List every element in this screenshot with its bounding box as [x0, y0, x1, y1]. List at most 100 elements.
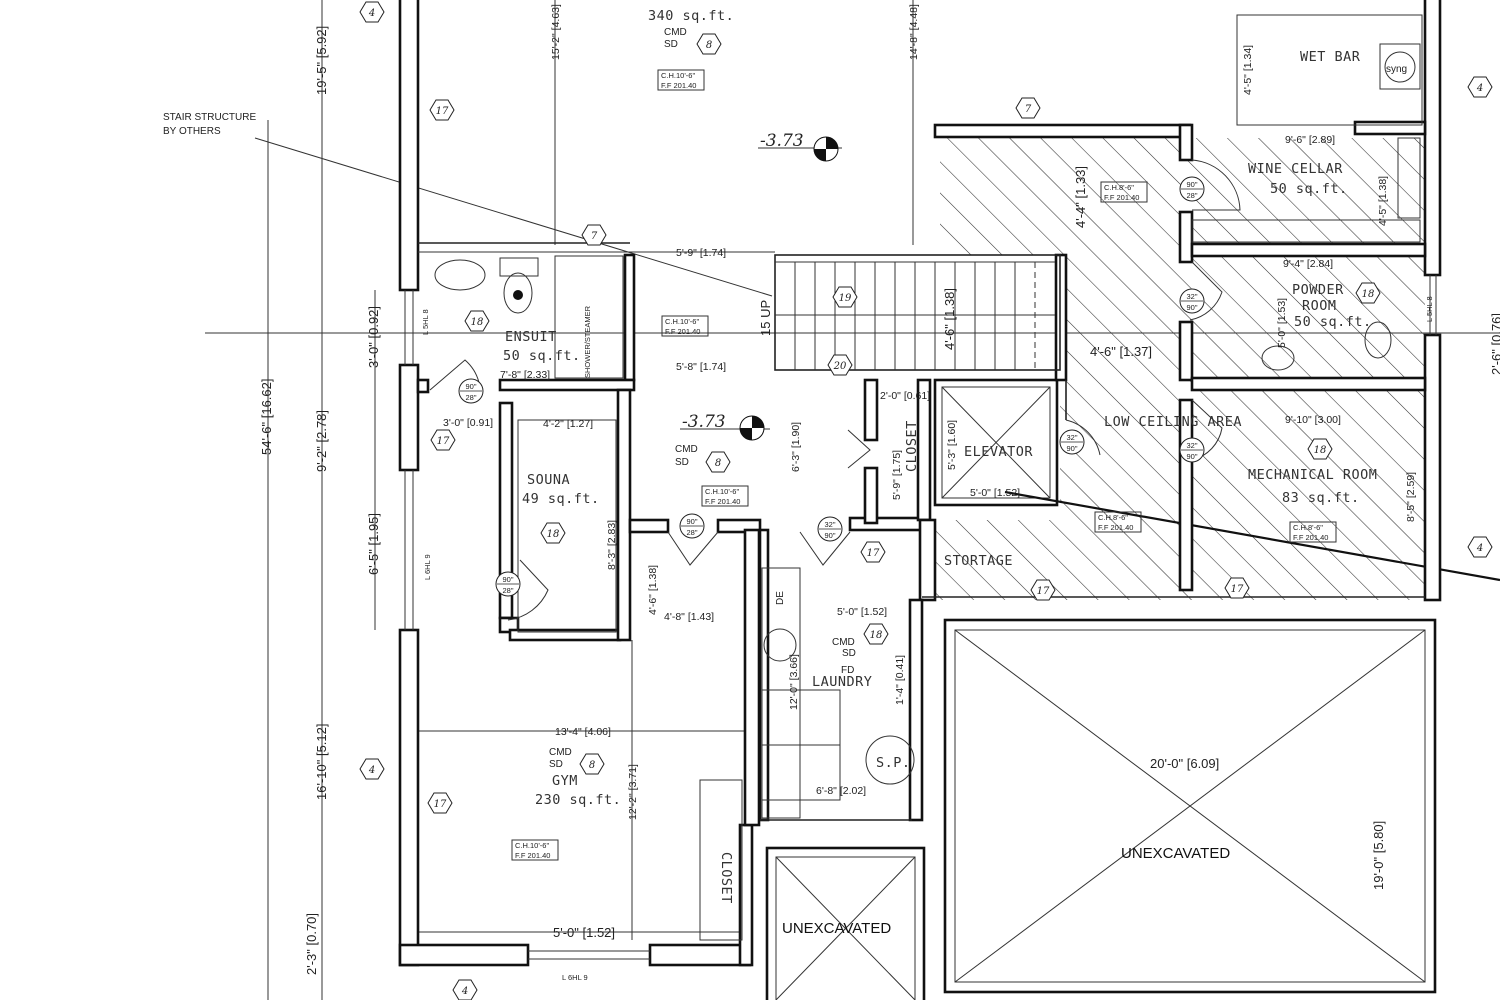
label: 9'-6" [2.89] [1285, 134, 1335, 146]
tag-20: 20 [827, 354, 853, 376]
powder-toilet-icon [1364, 321, 1392, 359]
tag-4: 4 [359, 1, 385, 23]
label: 4'-6" [1.38] [647, 565, 659, 615]
cmd-label: CMD [664, 27, 687, 38]
label: 54'-6" [16.62] [259, 379, 274, 455]
door-width: 28" [1186, 191, 1197, 200]
powder-basin-icon [1261, 345, 1295, 371]
hexagon-icon [827, 354, 853, 376]
sd-label: SD [664, 39, 678, 50]
hexagon-icon [464, 310, 490, 332]
label: 4 [368, 765, 375, 776]
room-area: 50 sq.ft. [503, 348, 581, 364]
label: 5'-0" [1.52] [970, 487, 1020, 499]
exterior-walls [398, 0, 1442, 967]
elevation-label: -3.73 [760, 131, 804, 151]
hexagon-icon [1467, 536, 1493, 558]
label: 18 [870, 630, 883, 641]
hexagon-icon [579, 753, 605, 775]
tag-17: 17 [1030, 579, 1056, 601]
label: 19 [839, 293, 852, 304]
room-name: WINE CELLAR [1248, 161, 1343, 177]
room-area: 340 sq.ft. [648, 8, 734, 24]
hexagon-icon [860, 541, 886, 563]
label: 6'-5" [1.95] [366, 513, 381, 575]
stair-note: STAIR STRUCTURE [163, 112, 256, 123]
door-tag: 90"28" [495, 571, 521, 597]
room-name: STORTAGE [944, 553, 1013, 569]
label: 8'-5" [2.59] [1405, 472, 1417, 522]
hexagon-icon [1224, 577, 1250, 599]
tag-7: 7 [581, 224, 607, 246]
label: C.H.8'-6" [1104, 183, 1134, 192]
room-name: ELEVATOR [964, 444, 1033, 460]
device-labels: CMD SD CMD SD CMD SD FD CMD SD [549, 27, 856, 770]
tag-4: 4 [1467, 536, 1493, 558]
shower-enclosure [554, 255, 624, 379]
label: 2'-0" [0.61] [880, 390, 930, 402]
room-name: CLOSET [904, 420, 920, 472]
tag-8: 8 [696, 33, 722, 55]
label: 4'-5" [1.38] [1377, 176, 1389, 226]
label: 15'-2" [4.63] [550, 4, 562, 60]
hexagon-icon [452, 979, 478, 1000]
door-width: 28" [502, 586, 513, 595]
hexagon-icon [832, 286, 858, 308]
label: 19'-5" [5.92] [314, 26, 329, 95]
door-tag: 90"28" [679, 513, 705, 539]
door-width: 90" [824, 531, 835, 540]
label: 18 [547, 529, 560, 540]
tag-17: 17 [429, 99, 455, 121]
tag-17: 17 [1224, 577, 1250, 599]
label: 17 [1037, 586, 1050, 597]
label: 5'-0" [1.52] [837, 606, 887, 618]
label: C.H.8'-6" [1098, 513, 1128, 522]
label: 18 [1362, 289, 1375, 300]
cmd-label: CMD [549, 747, 572, 758]
label: 2'-3" [0.70] [304, 913, 319, 975]
label: 5'-0" [1.52] [553, 925, 615, 940]
unexcavated-large [943, 618, 1437, 994]
label: L 5HL 8 [1425, 296, 1434, 322]
label: L 6HL 9 [562, 973, 588, 982]
label: 7 [591, 231, 598, 242]
section-cut-line [1004, 490, 1500, 582]
door-swing-angle: 90" [465, 382, 476, 391]
label: 18 [471, 317, 484, 328]
elevator-cab [941, 386, 1051, 499]
door-width: 28" [686, 528, 697, 537]
label: 17 [434, 799, 447, 810]
label: 5'-0" [1.53] [1276, 298, 1288, 348]
label: C.H.8'-6" [1293, 523, 1323, 532]
label: 9'-2" [2.78] [314, 410, 329, 472]
label: 13'-4" [4.06] [555, 726, 611, 738]
tag-4: 4 [359, 758, 385, 780]
unexcavated-small [765, 846, 926, 1000]
hexagon-icon [705, 451, 731, 473]
room-name: MECHANICAL ROOM [1248, 467, 1377, 483]
label: 4'-2" [1.27] [543, 418, 593, 430]
room-name: WET BAR [1300, 49, 1361, 65]
elevation-marker: -3.73 [680, 412, 770, 441]
hexagon-icon [429, 99, 455, 121]
hexagon-icon [581, 224, 607, 246]
tag-17: 17 [430, 429, 456, 451]
dryer-label: DE [775, 591, 786, 605]
room-name: LAUNDRY [812, 674, 872, 690]
door-swing-angle: 90" [1186, 180, 1197, 189]
room-name: ROOM [1302, 298, 1337, 314]
label: 4'-8" [1.43] [664, 611, 714, 623]
room-name: CLOSET [718, 852, 734, 904]
label: 8 [715, 458, 721, 469]
door-tags: 90"28" 90"28" 32"90" 90"28" 90"28" 32"90… [458, 176, 1205, 597]
door-width: 90" [1186, 452, 1197, 461]
sd-label: SD [675, 457, 689, 468]
label: F.F 201.40 [665, 327, 700, 336]
stair-note: BY OTHERS [163, 126, 221, 137]
hexagon-icon [1467, 76, 1493, 98]
tag-8: 8 [705, 451, 731, 473]
elevation-label: -3.73 [682, 412, 726, 432]
door-width: 90" [1066, 444, 1077, 453]
label: 17 [1231, 584, 1244, 595]
hexagon-icon [427, 792, 453, 814]
